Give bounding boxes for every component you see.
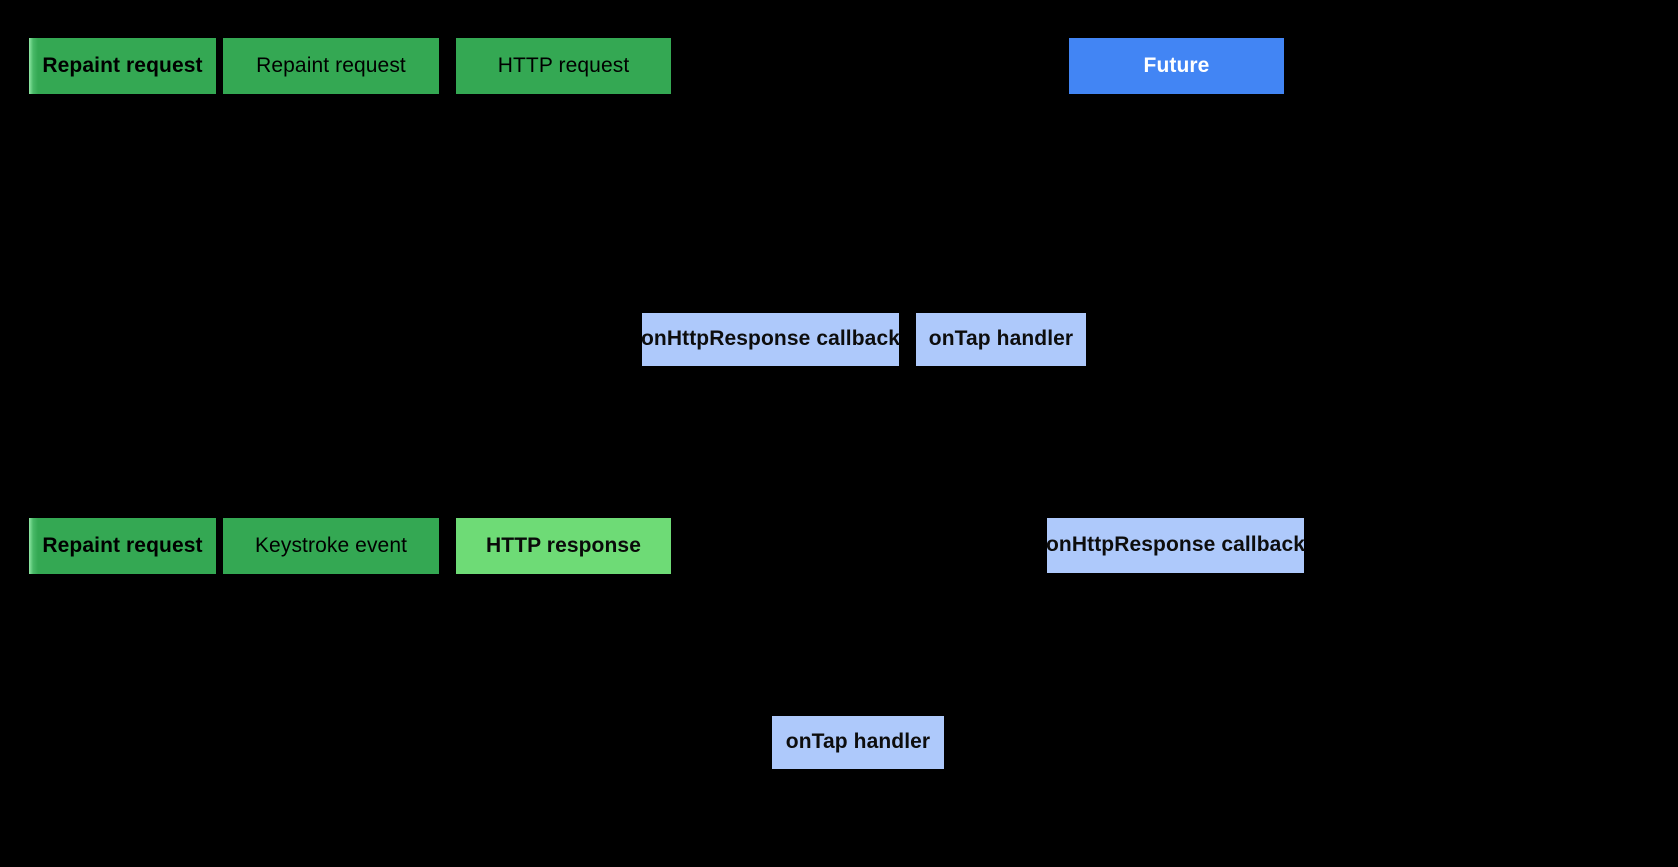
event-box-repaint-request-2[interactable]: Repaint request: [223, 38, 439, 94]
event-box-ontap-handler-2[interactable]: onTap handler: [772, 716, 944, 769]
event-box-repaint-request-1[interactable]: Repaint request: [29, 38, 216, 94]
event-box-keystroke-event[interactable]: Keystroke event: [223, 518, 439, 574]
event-box-onhttpresponse-callback-1[interactable]: onHttpResponse callback: [641, 313, 900, 366]
event-box-future[interactable]: Future: [1069, 38, 1284, 94]
event-box-onhttpresponse-callback-2[interactable]: onHttpResponse callback: [1046, 518, 1305, 573]
event-box-ontap-handler-1[interactable]: onTap handler: [916, 313, 1086, 366]
event-box-repaint-request-3[interactable]: Repaint request: [29, 518, 216, 574]
event-box-http-request[interactable]: HTTP request: [456, 38, 671, 94]
event-box-http-response[interactable]: HTTP response: [456, 518, 671, 574]
